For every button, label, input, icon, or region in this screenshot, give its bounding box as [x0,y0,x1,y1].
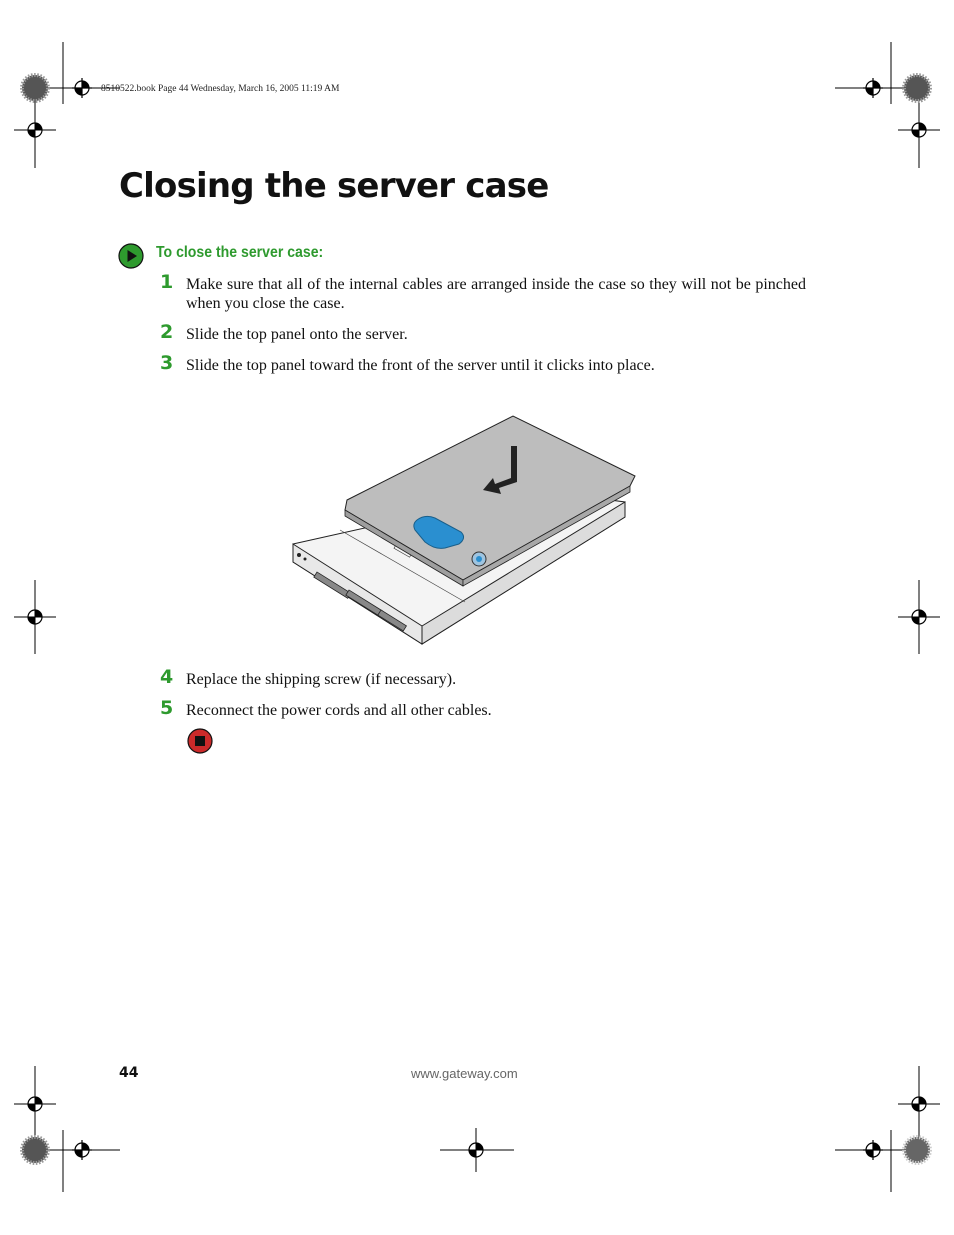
step-text: Replace the shipping screw (if necessary… [186,671,457,688]
step-text: Slide the top panel onto the server. [186,326,408,343]
step-text: Reconnect the power cords and all other … [186,702,492,719]
step-number: 2 [160,321,174,343]
step-number: 1 [160,271,174,293]
print-slug: 8510522.book Page 44 Wednesday, March 16… [101,84,340,94]
page-title: Closing the server case [119,166,549,206]
green-play-icon [118,243,144,269]
page-number: 44 [119,1065,139,1081]
step-text: Slide the top panel toward the front of … [186,357,655,374]
step-number: 3 [160,352,174,374]
server-case-illustration [292,415,636,645]
step-number: 4 [160,666,174,688]
red-stop-icon [187,728,213,754]
procedure-heading: To close the server case: [156,244,324,261]
footer-url: www.gateway.com [411,1066,518,1081]
step-text: Make sure that all of the internal cable… [186,276,806,312]
step-number: 5 [160,697,174,719]
